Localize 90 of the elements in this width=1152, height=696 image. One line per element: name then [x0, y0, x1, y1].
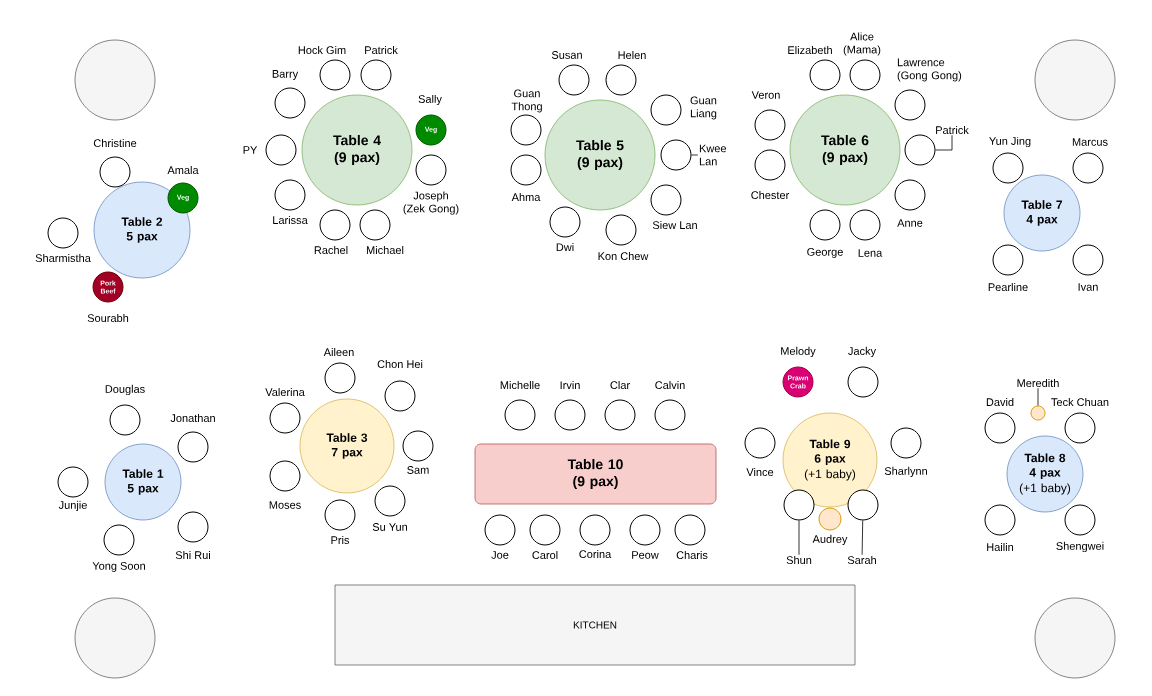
guest-name: Shun [786, 555, 812, 565]
guest-name: Sharmistha [35, 253, 91, 263]
guest-name: Vince [746, 467, 774, 477]
guest-name: Sourabh [87, 313, 129, 323]
guest-name: Lawrence (Gong Gong) [897, 58, 962, 82]
guest-name: Michelle [500, 380, 540, 390]
pillar [74, 597, 156, 679]
guest-name: Sarah [847, 555, 876, 565]
rectangular-table: Table 10 (9 pax) [474, 443, 717, 505]
guest-name: Yong Soon [92, 562, 145, 572]
pillar [74, 39, 156, 121]
guest-name: Helen [618, 50, 646, 60]
guest-name: Ahma [511, 192, 541, 202]
guest-name: Charis [676, 550, 708, 560]
leader-line [798, 520, 800, 556]
guest-name: Pearline [988, 282, 1028, 292]
round-table: Table 9 6 pax (+1 baby) [782, 412, 878, 508]
leader-line [691, 154, 699, 156]
guest-name: George [807, 248, 843, 258]
guest-name: Kon Chew [598, 251, 649, 261]
guest-name: Guan Thong [511, 89, 542, 113]
guest-name: Michael [366, 245, 404, 255]
guest-name: Veron [751, 91, 780, 99]
guest-name: Meredith [1017, 378, 1059, 388]
guest-name: Moses [269, 501, 301, 509]
guest-name: Lena [858, 249, 883, 257]
round-table: Table 3 7 pax [299, 398, 395, 494]
guest-name: Patrick [936, 125, 969, 135]
guest-name: Corina [579, 549, 612, 559]
guest-name: Guan Liang [690, 96, 717, 120]
guest-name: Elizabeth [788, 45, 832, 55]
guest-name: Carol [532, 550, 558, 560]
guest-name: Sally [418, 94, 442, 106]
guest-name: Amala [167, 165, 199, 175]
guest-name: Chon Hei [377, 359, 423, 369]
guest-name: Melody [781, 346, 816, 358]
guest-name: Marcus [1072, 138, 1108, 146]
round-table: Table 1 5 pax [104, 443, 182, 521]
pillar [1034, 597, 1116, 679]
guest-name: Alice (Mama) [843, 32, 881, 56]
pillar [1034, 39, 1116, 121]
kitchen-area: KITCHEN [334, 584, 856, 666]
guest-name: Peow [632, 551, 659, 559]
guest-name: Ivan [1078, 283, 1098, 291]
leader-line [935, 134, 953, 151]
guest-name: David [986, 397, 1014, 407]
guest-name: Sharlynn [884, 466, 927, 478]
guest-name: Shi Rui [175, 550, 210, 560]
guest-name: Su Yun [372, 523, 407, 531]
guest-name: Sam [407, 466, 429, 474]
guest-name: Christine [93, 138, 137, 148]
guest-name: Rachel [314, 245, 348, 255]
leader-line [861, 520, 864, 556]
guest-name: Chester [751, 190, 790, 200]
guest-name: Junjie [58, 500, 87, 512]
seat-circle [847, 489, 879, 521]
guest-name: Teck Chuan [1051, 397, 1109, 407]
guest-name: PY [243, 146, 258, 154]
seat-circle [783, 489, 815, 521]
round-table: Table 8 4 pax (+1 baby) [1006, 435, 1084, 513]
leader-line [1037, 387, 1039, 406]
guest-name: Aileen [323, 347, 354, 357]
guest-name: Calvin [655, 380, 685, 390]
seat-circle [1030, 405, 1046, 421]
guest-name: Jonathan [170, 413, 215, 423]
guest-name: Valerina [265, 387, 305, 397]
seat-circle [660, 139, 692, 171]
guest-name: Clar [610, 380, 630, 390]
guest-name: Hock Gim [298, 45, 346, 55]
guest-name: Hailin [987, 542, 1013, 552]
round-table: Table 5 (9 pax) [544, 99, 656, 211]
guest-name: Barry [272, 70, 299, 80]
guest-name: Shengwei [1056, 541, 1104, 553]
guest-name: Douglas [105, 384, 145, 396]
guest-name: Anne [897, 219, 923, 227]
guest-name: Patrick [365, 45, 398, 55]
guest-name: Joe [491, 551, 509, 559]
guest-name: Audrey [812, 534, 848, 546]
guest-name: Kwee Lan [699, 144, 727, 166]
guest-name: Jacky [848, 346, 877, 358]
guest-name: Yun Jing [989, 136, 1031, 148]
round-table: Table 7 4 pax [1003, 174, 1081, 252]
guest-name: Irvin [560, 381, 580, 389]
guest-name: Larissa [273, 215, 308, 225]
guest-name: Pris [331, 535, 350, 545]
guest-name: Siew Lan [652, 220, 697, 230]
round-table: Table 6 (9 pax) [789, 94, 901, 206]
seat-circle [904, 134, 936, 166]
guest-name: Susan [551, 51, 582, 59]
guest-name: Dwi [556, 243, 574, 251]
